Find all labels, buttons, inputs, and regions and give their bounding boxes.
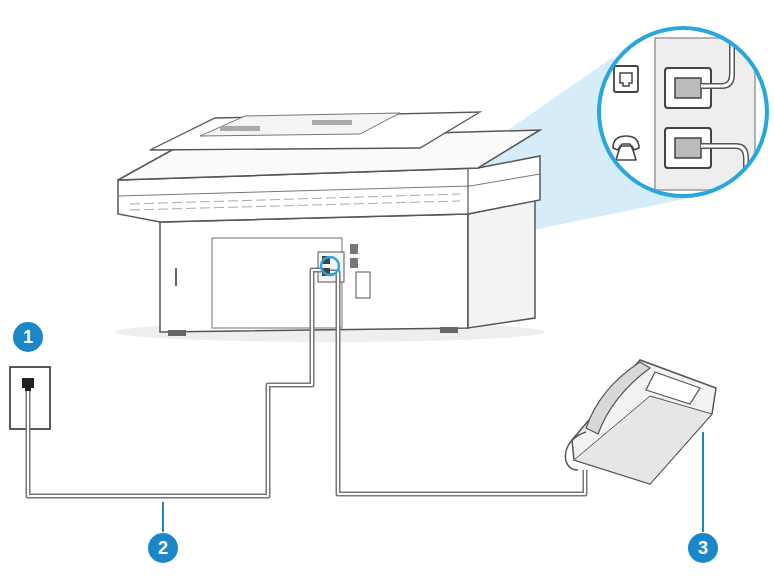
printer-foot — [440, 327, 458, 333]
handset-cord — [565, 432, 586, 470]
scanner-seam — [118, 186, 470, 196]
zoom-circle — [599, 28, 767, 196]
phone-icon — [613, 136, 639, 160]
phone-cord-zoom — [701, 146, 746, 210]
scanner-edge — [467, 168, 468, 214]
printer-detail — [175, 268, 177, 286]
wall-socket — [22, 378, 34, 391]
phone-cord — [330, 272, 585, 494]
line-icon-jack — [620, 73, 632, 86]
phone-port-plug — [675, 138, 701, 158]
line-icon — [614, 66, 638, 92]
leader-line — [162, 502, 164, 532]
line-port-plug — [675, 78, 701, 98]
callout-circle — [688, 533, 718, 563]
callout-number: 2 — [148, 533, 178, 563]
callout-number: 3 — [688, 533, 718, 563]
phone-cord — [28, 270, 322, 496]
callout-circle — [148, 533, 178, 563]
telephone — [572, 360, 716, 484]
leader-line — [702, 432, 704, 532]
printer-foot — [168, 330, 186, 336]
printer-detail — [350, 244, 358, 254]
telephone-handset — [586, 362, 650, 434]
paper-guide — [312, 120, 352, 125]
scanner-seam — [470, 174, 540, 186]
feeder-tray — [200, 113, 400, 136]
telephone-display — [646, 372, 700, 404]
printer-detail — [350, 258, 358, 268]
power-port — [356, 272, 370, 298]
port-panel-zoom — [655, 38, 755, 190]
zoom-origin — [321, 257, 339, 275]
scanner-vents — [130, 201, 460, 210]
callout-number: 1 — [13, 322, 43, 352]
callout-circle — [13, 322, 43, 352]
phone-cord-zoom — [701, 146, 746, 210]
phone-cord — [330, 272, 585, 494]
phone-cord — [28, 270, 322, 496]
printer-side — [468, 200, 535, 328]
zoom-ground — [599, 28, 767, 196]
paper-guide — [220, 126, 260, 131]
document-feeder — [150, 112, 480, 150]
